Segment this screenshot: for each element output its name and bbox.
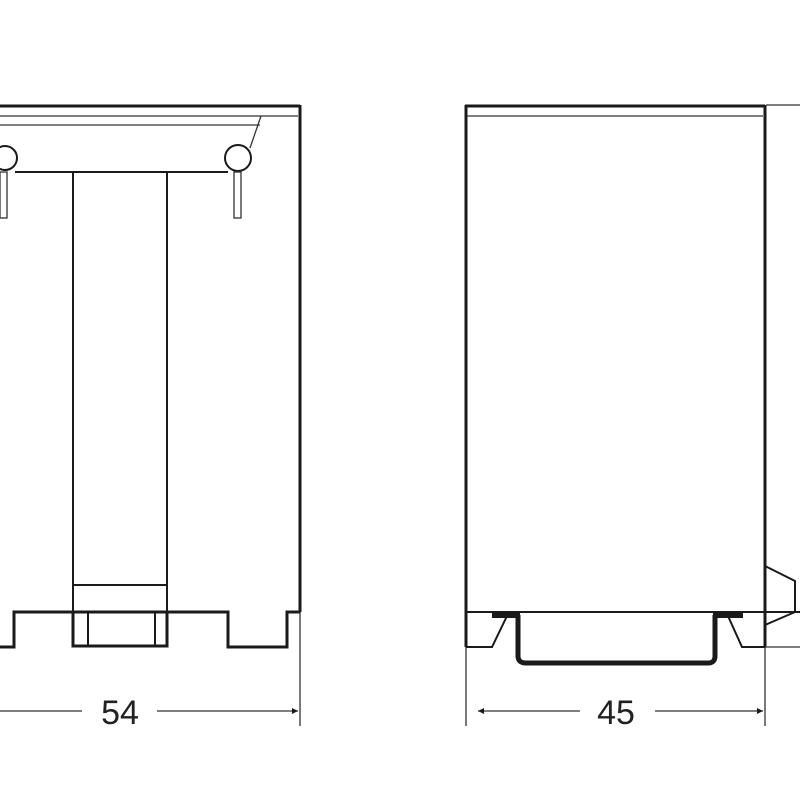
front-view: 54 [0,104,302,732]
width-dimension-label: 45 [597,694,635,732]
release-clip [764,565,796,626]
rail-flange-left [492,612,520,618]
terminal-screw-left [0,145,18,171]
rail-flange-right [713,612,743,618]
side-view: 45 [464,104,800,732]
foot-right [727,615,765,648]
terminal-pin-right [233,171,242,219]
terminal-screw-right [224,144,252,172]
din-rail [515,615,718,666]
base-slot [71,610,169,648]
width-dimension-label: 54 [101,694,139,732]
foot-left [466,615,508,648]
lever-line [249,115,262,149]
base-profile [0,610,300,649]
terminal-pin-left [0,171,8,219]
